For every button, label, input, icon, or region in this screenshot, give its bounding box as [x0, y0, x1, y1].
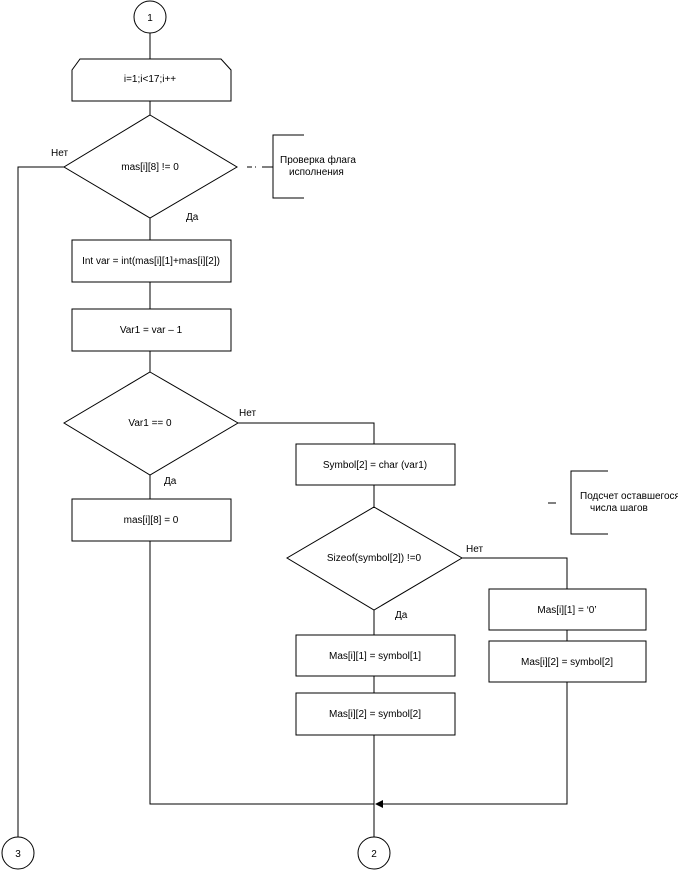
branch-label-flag-no: Нет: [51, 148, 68, 159]
process-var1-assign: Var1 = var – 1: [71, 308, 232, 352]
process-symbol-assign-label: Symbol[2] = char (var1): [323, 460, 427, 471]
line-sizeof-no-to-mas1-zero: [462, 557, 568, 589]
connector-2: 2: [357, 836, 391, 870]
loop-header-label: i=1;i<17;i++: [124, 74, 176, 85]
branch-label-sizeof-yes: Да: [395, 610, 408, 621]
process-mas2-symbol: Mas[i][2] = symbol[2]: [295, 692, 456, 736]
decision-var1-check-label: Var1 == 0: [128, 418, 172, 429]
branch-label-var1-yes: Да: [164, 476, 177, 487]
comment-steps-line1: Подсчет оставшегося: [580, 491, 678, 502]
process-int-var: Int var = int(mas[i][1]+mas[i][2]): [71, 239, 232, 283]
loop-header: i=1;i<17;i++: [71, 58, 232, 102]
process-mas-reset-label: mas[i][8] = 0: [124, 515, 179, 526]
decision-flag-check: mas[i][8] != 0: [63, 114, 238, 219]
process-mas2-symbol-label: Mas[i][2] = symbol[2]: [329, 709, 421, 720]
process-mas1-symbol-label: Mas[i][1] = symbol[1]: [329, 651, 421, 662]
decision-sizeof-check: Sizeof(symbol[2]) !=0: [286, 506, 463, 611]
process-mas2-symbol-right: Mas[i][2] = symbol[2]: [488, 640, 647, 683]
decision-flag-check-label: mas[i][8] != 0: [121, 162, 179, 173]
comment-flag-line1: Проверка флага: [280, 154, 356, 166]
flow-lines: [17, 33, 568, 837]
line-var1-no-to-symbol: [238, 422, 375, 444]
connector-1-label: 1: [147, 13, 153, 24]
line-mas-reset-to-merge: [149, 541, 374, 805]
branch-label-sizeof-no: Нет: [466, 544, 483, 555]
process-mas2-symbol-right-label: Mas[i][2] = symbol[2]: [521, 657, 613, 668]
connector-3: 3: [1, 836, 35, 870]
process-mas1-symbol: Mas[i][1] = symbol[1]: [295, 634, 456, 677]
branch-label-flag-yes: Да: [186, 212, 199, 223]
process-int-var-label: Int var = int(mas[i][1]+mas[i][2]): [82, 256, 220, 267]
line-right-branch-to-merge: [375, 682, 568, 808]
branch-label-var1-no: Нет: [239, 408, 256, 419]
comment-steps: Подсчет оставшегося числа шагов: [548, 470, 678, 535]
process-symbol-assign: Symbol[2] = char (var1): [295, 443, 456, 486]
comment-steps-line2: числа шагов: [590, 503, 648, 514]
connector-2-label: 2: [371, 849, 377, 860]
connector-1: 1: [133, 0, 167, 34]
line-flag-no-to-connector-3: [17, 166, 64, 837]
comment-flag-line2: исполнения: [289, 167, 344, 178]
decision-sizeof-check-label: Sizeof(symbol[2]) !=0: [327, 553, 422, 564]
comment-flag: Проверка флага исполнения: [247, 134, 356, 199]
connector-3-label: 3: [15, 849, 21, 860]
process-var1-assign-label: Var1 = var – 1: [120, 325, 183, 336]
process-mas-reset: mas[i][8] = 0: [71, 498, 232, 542]
process-mas1-zero: Mas[i][1] = ‘0’: [488, 588, 647, 631]
process-mas1-zero-label: Mas[i][1] = ‘0’: [537, 605, 596, 616]
decision-var1-check: Var1 == 0: [63, 371, 239, 476]
